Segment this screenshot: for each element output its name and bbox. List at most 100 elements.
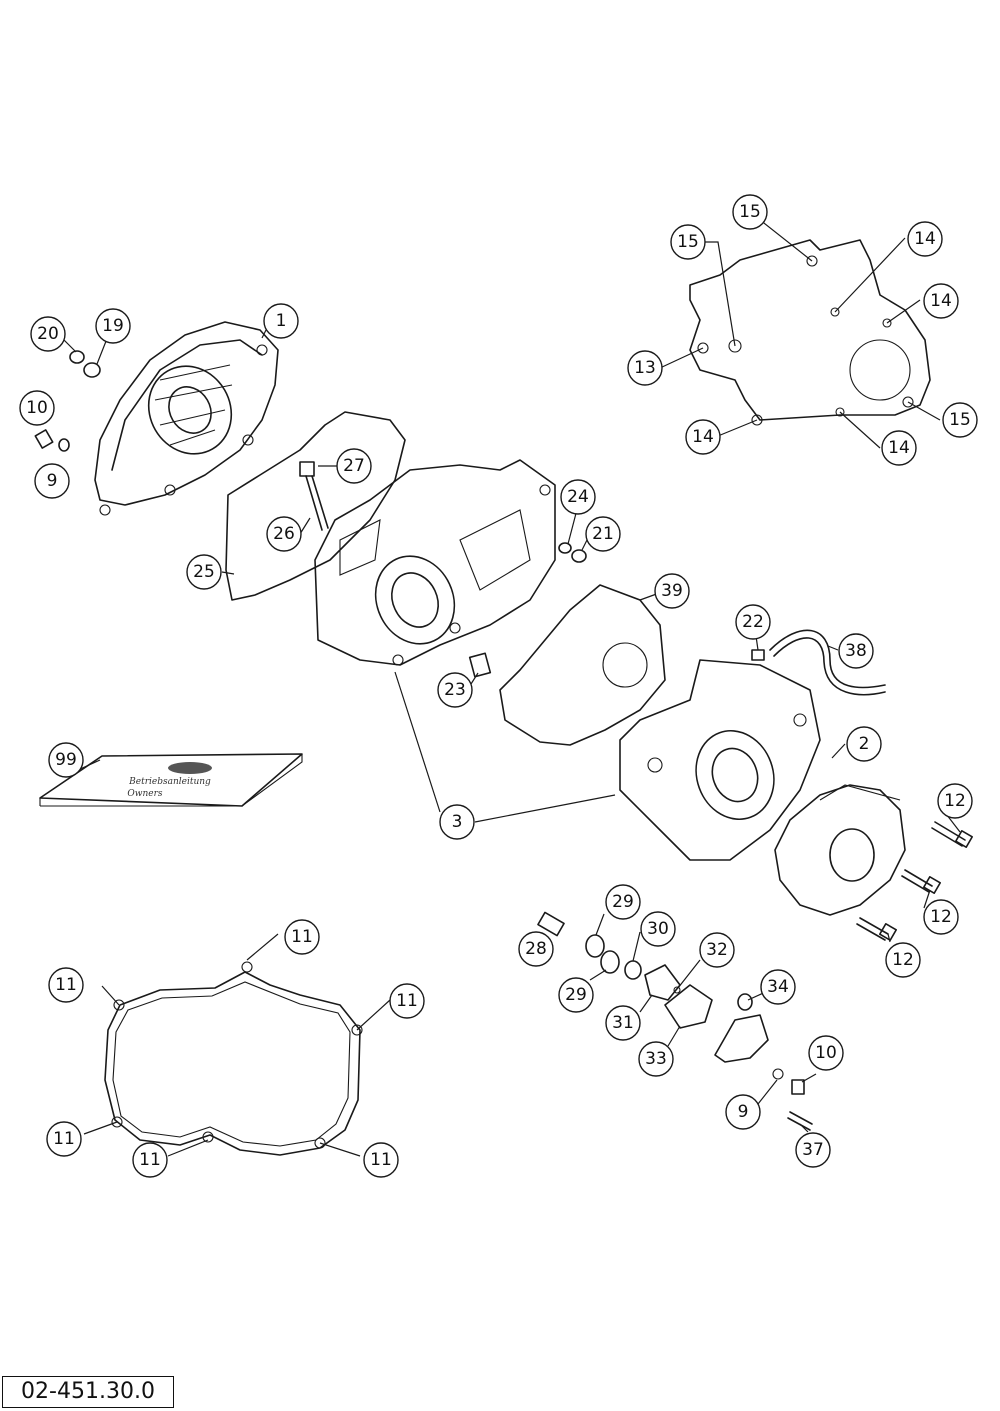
svg-text:22: 22: [742, 612, 764, 632]
cover-gasket-part: [225, 411, 406, 601]
callout-14a: 14: [907, 221, 943, 257]
svg-text:15: 15: [949, 410, 971, 430]
callout-11c: 11: [389, 983, 425, 1019]
callout-14b: 14: [923, 283, 959, 319]
callout-33: 33: [638, 1041, 674, 1077]
svg-text:10: 10: [815, 1043, 837, 1063]
callout-12a: 12: [937, 783, 973, 819]
callout-11f: 11: [363, 1142, 399, 1178]
leader-lines: [59, 211, 961, 1157]
callout-25: 25: [186, 554, 222, 590]
callout-3: 3: [439, 804, 475, 840]
svg-text:14: 14: [692, 427, 714, 447]
svg-text:31: 31: [612, 1013, 634, 1033]
svg-text:3: 3: [452, 812, 463, 832]
callout-15c: 15: [942, 402, 978, 438]
callout-30: 30: [640, 911, 676, 947]
svg-text:23: 23: [444, 680, 466, 700]
svg-text:19: 19: [102, 316, 124, 336]
svg-text:25: 25: [193, 562, 215, 582]
callout-11b: 11: [48, 967, 84, 1003]
svg-text:12: 12: [930, 907, 952, 927]
bolt-21-24: [558, 542, 587, 563]
callout-28: 28: [518, 931, 554, 967]
svg-text:15: 15: [677, 232, 699, 252]
svg-text:12: 12: [892, 950, 914, 970]
manual-title-text: Betriebsanleitung: [128, 777, 211, 787]
svg-text:11: 11: [53, 1129, 75, 1149]
svg-text:34: 34: [767, 977, 789, 997]
callout-20: 20: [30, 316, 66, 352]
water-pump-parts: [537, 911, 813, 1131]
callout-10b: 10: [808, 1035, 844, 1071]
bolts-12: [856, 821, 973, 941]
svg-text:11: 11: [55, 975, 77, 995]
callout-12c: 12: [885, 942, 921, 978]
clutch-cover-part: [774, 784, 906, 916]
callout-11a: 11: [284, 919, 320, 955]
callout-13: 13: [627, 350, 663, 386]
svg-text:11: 11: [139, 1150, 161, 1170]
svg-text:26: 26: [273, 524, 295, 544]
cover-small-parts: [34, 350, 101, 452]
clutch-cover-gasket-part: [689, 239, 931, 426]
callout-14c: 14: [685, 419, 721, 455]
callout-2: 2: [846, 726, 882, 762]
callout-24: 24: [560, 479, 596, 515]
callout-14d: 14: [881, 430, 917, 466]
svg-text:24: 24: [567, 487, 589, 507]
callout-19: 19: [95, 308, 131, 344]
callout-11e: 11: [132, 1142, 168, 1178]
callout-9b: 9: [725, 1094, 761, 1130]
svg-text:29: 29: [612, 892, 634, 912]
callout-22: 22: [735, 604, 771, 640]
callout-1: 1: [263, 303, 299, 339]
callout-32: 32: [699, 932, 735, 968]
svg-text:9: 9: [47, 471, 58, 491]
callout-9: 9: [34, 463, 70, 499]
svg-text:32: 32: [706, 940, 728, 960]
callout-39: 39: [654, 573, 690, 609]
manual-sub-text: Owners: [127, 789, 163, 799]
svg-text:29: 29: [565, 985, 587, 1005]
svg-text:20: 20: [37, 324, 59, 344]
crankcase-gasket-part: [499, 584, 666, 746]
bolt-26-27: [299, 461, 329, 531]
callout-21: 21: [585, 516, 621, 552]
callout-38: 38: [838, 633, 874, 669]
svg-text:99: 99: [55, 750, 77, 770]
callout-27: 27: [336, 448, 372, 484]
callout-31: 31: [605, 1005, 641, 1041]
svg-text:9: 9: [738, 1102, 749, 1122]
svg-text:12: 12: [944, 791, 966, 811]
callout-11d: 11: [46, 1121, 82, 1157]
svg-text:38: 38: [845, 641, 867, 661]
dowel-pin-23: [468, 652, 492, 678]
svg-text:15: 15: [739, 202, 761, 222]
svg-text:1: 1: [276, 311, 287, 331]
svg-text:14: 14: [888, 438, 910, 458]
crankcase-left-part: [314, 459, 556, 666]
svg-text:10: 10: [26, 398, 48, 418]
svg-text:13: 13: [634, 358, 656, 378]
ignition-cover-part: [94, 321, 279, 516]
svg-text:11: 11: [370, 1150, 392, 1170]
callout-23: 23: [437, 672, 473, 708]
svg-text:11: 11: [396, 991, 418, 1011]
callout-15a: 15: [732, 194, 768, 230]
callout-99: 99: [48, 742, 84, 778]
svg-text:33: 33: [645, 1049, 667, 1069]
owners-manual-part: Betriebsanleitung Owners: [39, 753, 303, 807]
svg-text:14: 14: [930, 291, 952, 311]
crankcase-right-part: [619, 659, 821, 861]
svg-text:37: 37: [802, 1140, 824, 1160]
svg-text:21: 21: [592, 524, 614, 544]
svg-text:11: 11: [291, 927, 313, 947]
callout-34: 34: [760, 969, 796, 1005]
outer-cover-gasket-part: [104, 961, 363, 1156]
callout-15b: 15: [670, 224, 706, 260]
svg-text:28: 28: [525, 939, 547, 959]
svg-text:14: 14: [914, 229, 936, 249]
callout-29b: 29: [558, 977, 594, 1013]
